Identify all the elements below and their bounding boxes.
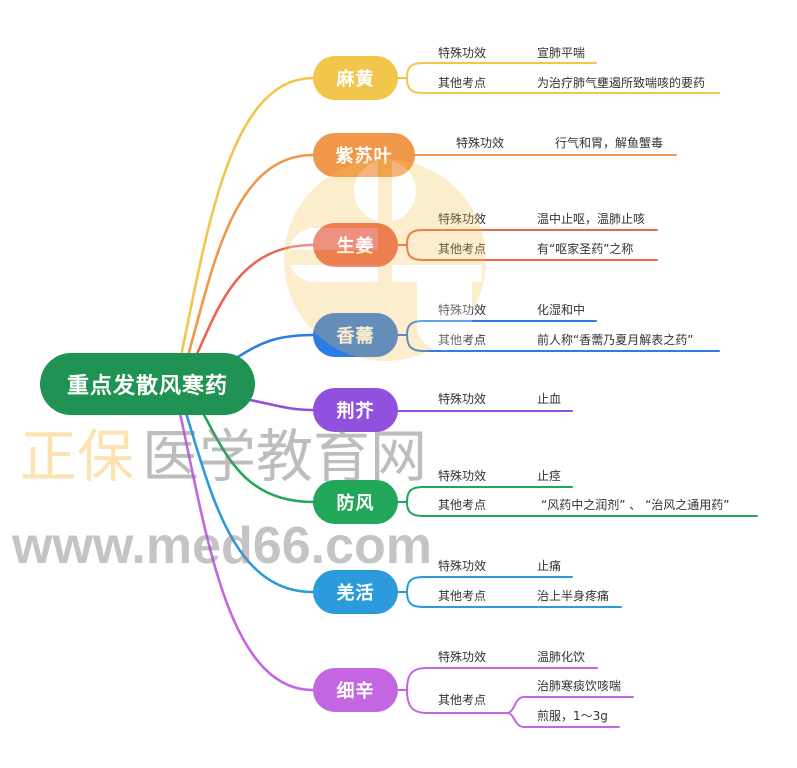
- branch-topic-shengjiang: 生姜: [313, 223, 398, 267]
- branch-connector-xiangru: [234, 333, 315, 360]
- subtopic-value: 温中止呕，温肺止咳: [537, 212, 646, 226]
- subtopic-line: [406, 667, 598, 691]
- subtopic-value: 治上半身疼痛: [537, 589, 610, 603]
- subtopic-label: 特殊功效: [438, 303, 487, 317]
- subtopic-line: [506, 696, 634, 714]
- subtopic-line: [406, 62, 597, 79]
- branch-topic-fangfeng: 防风: [313, 480, 398, 524]
- subtopic-label: 特殊功效: [438, 46, 487, 60]
- subtopic-value: 宣肺平喘: [537, 46, 586, 60]
- branch-topic-xixin: 细辛: [313, 668, 398, 712]
- subtopic-label: 其他考点: [438, 498, 487, 512]
- branch-connector-fangfeng: [201, 411, 315, 504]
- subtopic-value: 前人称“香薷乃夏月解表之药”: [537, 333, 694, 347]
- central-topic: 重点发散风寒药: [40, 353, 255, 415]
- subtopic-value: 有“呕家圣药”之称: [537, 242, 634, 256]
- subtopic-value: 止痉: [537, 469, 562, 483]
- subtopic-line: [406, 229, 658, 246]
- subtopic-label: 特殊功效: [438, 469, 487, 483]
- subtopic-value: 煎服，1～3g: [537, 709, 608, 723]
- subtopic-line: [406, 591, 622, 608]
- branch-topic-mahuang: 麻黄: [313, 56, 398, 100]
- subtopic-value: 止血: [537, 392, 562, 406]
- subtopic-line: [406, 334, 720, 352]
- subtopic-label: 其他考点: [438, 333, 487, 347]
- subtopic-value: 止痛: [537, 559, 562, 573]
- subtopic-line: [406, 77, 720, 94]
- subtopic-label: 其他考点: [438, 242, 487, 256]
- subtopic-line: [406, 576, 573, 593]
- branch-connector-xixin: [178, 411, 315, 692]
- subtopic-label: 特殊功效: [438, 212, 487, 226]
- subtopic-label: 特殊功效: [456, 136, 505, 150]
- subtopic-line: [406, 689, 508, 714]
- subtopic-value: 行气和胃，解鱼蟹毒: [555, 136, 664, 150]
- branch-topic-qianghuo: 羌活: [313, 570, 398, 614]
- branch-connector-zisuye: [186, 153, 315, 358]
- subtopic-label: 其他考点: [438, 76, 487, 90]
- subtopic-line: [406, 320, 597, 336]
- subtopic-line: [406, 486, 573, 503]
- subtopic-line: [406, 501, 758, 517]
- branch-topic-jingjie: 荆芥: [313, 388, 398, 432]
- branch-topic-zisuye: 紫苏叶: [313, 133, 415, 177]
- subtopic-value: 化湿和中: [537, 303, 586, 317]
- subtopic-label: 特殊功效: [438, 559, 487, 573]
- branch-connector-qianghuo: [184, 411, 315, 594]
- subtopic-line: [406, 244, 658, 261]
- subtopic-label: 特殊功效: [438, 392, 487, 406]
- subtopic-line: [506, 712, 620, 728]
- subtopic-label: 其他考点: [438, 693, 487, 707]
- branch-topic-xiangru: 香薷: [313, 313, 398, 357]
- subtopic-value: “风药中之润剂” 、 “治风之通用药”: [541, 498, 730, 512]
- branch-connector-shengjiang: [194, 243, 315, 358]
- subtopic-value: 治肺寒痰饮咳喘: [537, 679, 622, 693]
- subtopic-value: 为治疗肺气壅遏所致喘咳的要药: [537, 76, 706, 90]
- branch-connector-mahuang: [179, 76, 315, 358]
- subtopic-label: 特殊功效: [438, 650, 487, 664]
- subtopic-label: 其他考点: [438, 589, 487, 603]
- branch-connector-jingjie: [248, 398, 315, 412]
- subtopic-value: 温肺化饮: [537, 650, 586, 664]
